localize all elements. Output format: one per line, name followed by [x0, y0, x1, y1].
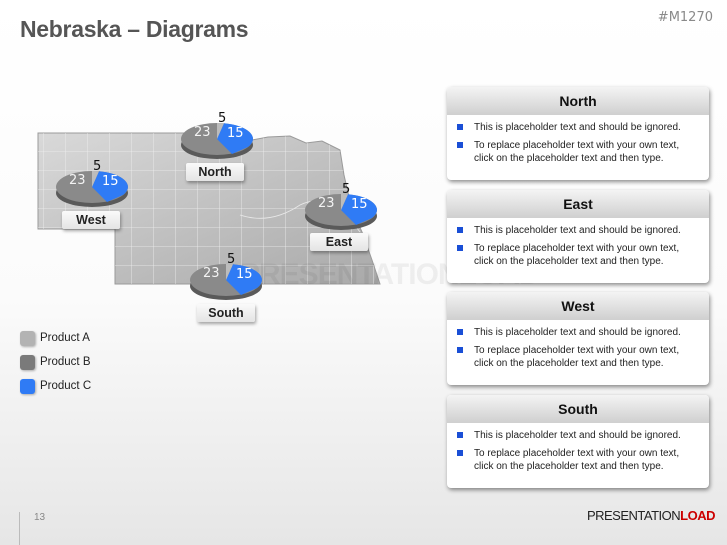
bullet-item[interactable]: This is placeholder text and should be i… [457, 326, 701, 339]
pie-north: 5 23 15 [180, 111, 254, 163]
value-product-b: 23 [69, 173, 86, 188]
square-bullet-icon [457, 245, 463, 251]
value-product-c: 15 [227, 126, 244, 141]
panel-title: South [447, 395, 709, 423]
value-product-b: 23 [203, 266, 220, 281]
pie-east: 5 23 15 [304, 182, 378, 234]
page-title: Nebraska – Diagrams [20, 16, 249, 42]
value-product-a: 5 [93, 159, 102, 174]
swatch-icon [20, 330, 35, 346]
square-bullet-icon [457, 124, 463, 130]
legend-label: Product C [40, 380, 92, 392]
bullet-text: To replace placeholder text with your ow… [474, 243, 680, 267]
bullet-item[interactable]: To replace placeholder text with your ow… [457, 242, 701, 268]
slide-code: #M1270 [657, 10, 713, 25]
bullet-text: To replace placeholder text with your ow… [474, 345, 680, 369]
panel-title: East [447, 190, 709, 218]
legend: Product A Product B Product C [20, 326, 91, 398]
value-product-c: 15 [236, 267, 253, 282]
region-label-north[interactable]: North [186, 163, 244, 181]
square-bullet-icon [457, 450, 463, 456]
panel-west: West This is placeholder text and should… [447, 292, 709, 385]
region-label-west[interactable]: West [62, 211, 120, 229]
pie-west: 5 23 15 [55, 159, 129, 211]
bullet-item[interactable]: To replace placeholder text with your ow… [457, 344, 701, 370]
bullet-text: This is placeholder text and should be i… [474, 327, 681, 338]
legend-label: Product A [40, 332, 90, 344]
value-product-c: 15 [351, 197, 368, 212]
panel-title: North [447, 87, 709, 115]
bullet-item[interactable]: To replace placeholder text with your ow… [457, 447, 701, 473]
region-label-east[interactable]: East [310, 233, 368, 251]
region-label-south[interactable]: South [197, 304, 255, 322]
value-product-b: 23 [318, 196, 335, 211]
legend-label: Product B [40, 356, 91, 368]
legend-item-product-c: Product C [20, 374, 91, 398]
brand-text-accent: LOAD [680, 508, 715, 523]
square-bullet-icon [457, 329, 463, 335]
bullet-item[interactable]: This is placeholder text and should be i… [457, 224, 701, 237]
square-bullet-icon [457, 347, 463, 353]
value-product-a: 5 [218, 111, 227, 126]
value-product-a: 5 [227, 252, 236, 267]
value-product-b: 23 [194, 125, 211, 140]
square-bullet-icon [457, 227, 463, 233]
bullet-text: This is placeholder text and should be i… [474, 225, 681, 236]
panel-title: West [447, 292, 709, 320]
bullet-text: To replace placeholder text with your ow… [474, 140, 680, 164]
value-product-a: 5 [342, 182, 351, 197]
bullet-text: This is placeholder text and should be i… [474, 122, 681, 133]
bullet-text: To replace placeholder text with your ow… [474, 448, 680, 472]
bullet-item[interactable]: To replace placeholder text with your ow… [457, 139, 701, 165]
panel-south: South This is placeholder text and shoul… [447, 395, 709, 488]
square-bullet-icon [457, 142, 463, 148]
swatch-icon [20, 378, 35, 394]
panel-east: East This is placeholder text and should… [447, 190, 709, 283]
bullet-item[interactable]: This is placeholder text and should be i… [457, 429, 701, 442]
bullet-item[interactable]: This is placeholder text and should be i… [457, 121, 701, 134]
brand-text: PRESENTATION [586, 508, 681, 523]
pie-south: 5 23 15 [189, 252, 263, 304]
brand-logo: PRESENTATIONLOAD [586, 508, 716, 523]
panel-north: North This is placeholder text and shoul… [447, 87, 709, 180]
legend-item-product-b: Product B [20, 350, 91, 374]
page-divider [19, 512, 20, 545]
swatch-icon [20, 354, 35, 370]
value-product-c: 15 [102, 174, 119, 189]
square-bullet-icon [457, 432, 463, 438]
bullet-text: This is placeholder text and should be i… [474, 430, 681, 441]
legend-item-product-a: Product A [20, 326, 91, 350]
page-number: 13 [34, 512, 46, 523]
